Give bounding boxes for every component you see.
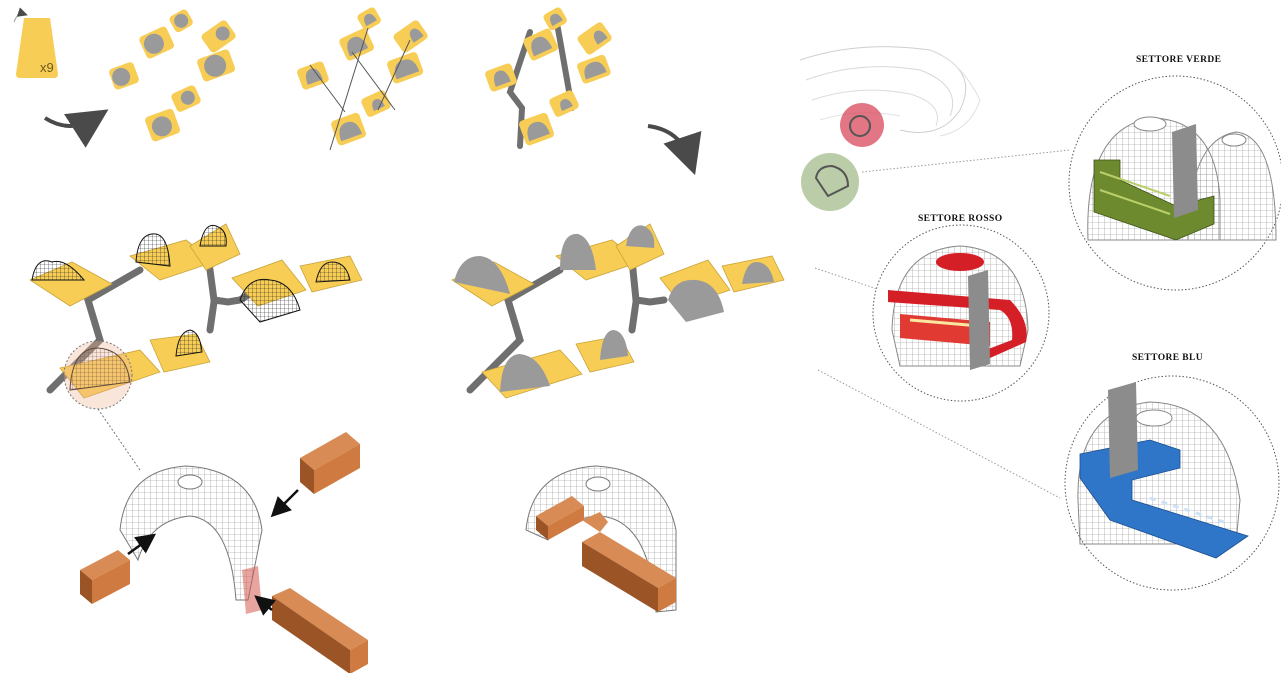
modules-with-path — [484, 6, 613, 146]
settore-rosso-label: SETTORE ROSSO — [918, 214, 1003, 224]
highlight-circle — [64, 341, 132, 409]
curved-arrow-1 — [45, 118, 95, 126]
solid-dome-layout — [452, 224, 784, 398]
settore-verde-label: SETTORE VERDE — [1136, 55, 1221, 65]
settore-verde-diagram — [1069, 76, 1281, 290]
orange-block-3 — [272, 588, 368, 673]
orange-block-1 — [300, 432, 360, 494]
wireframe-dome-layout — [30, 224, 362, 470]
settore-rosso-diagram — [873, 225, 1049, 401]
green-sector-marker — [801, 153, 859, 211]
red-sector-marker — [840, 103, 884, 147]
curved-arrow-2 — [648, 126, 690, 160]
module-count-label: x9 — [40, 60, 54, 75]
settore-blu-label: SETTORE BLU — [1132, 353, 1203, 363]
scattered-modules — [108, 8, 237, 142]
settore-blu-diagram — [1065, 376, 1279, 590]
dome-blocks-assembled — [526, 466, 676, 612]
dome-blocks-exploded — [80, 432, 368, 673]
orange-block-2 — [80, 550, 130, 604]
modules-with-connections — [296, 6, 429, 150]
